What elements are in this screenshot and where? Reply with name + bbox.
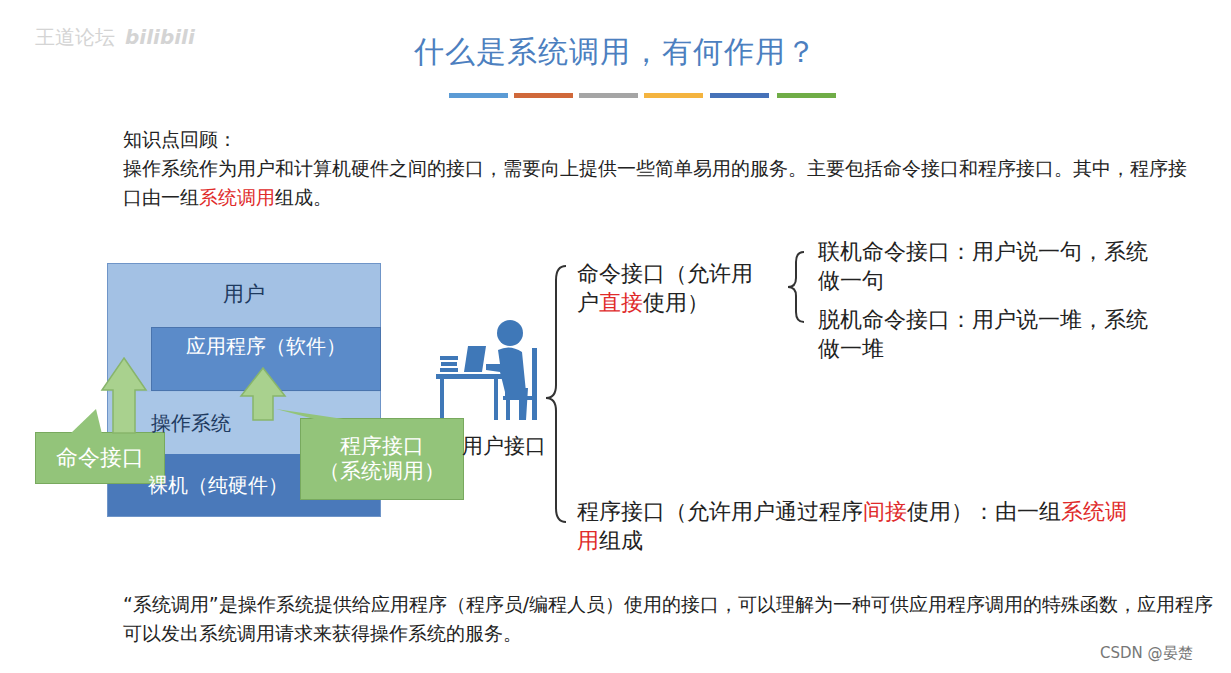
text-line: 知识点回顾： [123, 126, 1203, 153]
text-line: 程序接口（允许用户通过程序间接使用）：由一组系统调用组成 [577, 498, 1142, 555]
label-text: 使用）：由一组 [907, 499, 1061, 524]
text-line: 命令接口（允许用户直接使用） [577, 260, 767, 317]
label-text: CSDN @晏楚 [1100, 644, 1193, 662]
label-text: 程序接口（允许用户通过程序 [577, 499, 863, 524]
node-text: 用户 [223, 282, 265, 307]
text-line: 用户接口 [462, 433, 562, 460]
up-arrow [241, 368, 285, 420]
layer-box: 应用程序（软件） [151, 327, 381, 391]
callout-tail [276, 409, 350, 420]
node-text: 裸机（纯硬件） [148, 473, 288, 497]
watermark: bilibili [125, 25, 195, 49]
node-text: 命令接口 [56, 445, 144, 471]
small-brace [788, 252, 804, 322]
label-text: 使用） [643, 290, 709, 315]
text-line: CSDN @晏楚 [1100, 644, 1225, 664]
label-text: 知识点回顾： [123, 128, 237, 150]
title: 什么是系统调用，有何作用？ [414, 34, 817, 69]
node-text: 操作系统 [151, 411, 231, 435]
callout-tail [70, 409, 102, 434]
text-line: 联机命令接口：用户说一句，系统做一句 [818, 238, 1163, 295]
text-line: “系统调用”是操作系统提供给应用程序（程序员/编程人员）使用的接口，可以理解为一… [123, 590, 1215, 649]
highlight-text: 间接 [863, 499, 907, 524]
callout-box: 命令接口 [35, 432, 165, 484]
title-color-bars [449, 93, 836, 98]
text-line: 脱机命令接口：用户说一堆，系统做一堆 [818, 306, 1163, 363]
label-text: 用户接口 [462, 434, 546, 458]
node-text: 程序接口（系统调用） [309, 434, 455, 484]
label-text: 联机命令接口：用户说一句，系统做一句 [818, 239, 1148, 293]
highlight-text: 系统调用 [199, 186, 275, 208]
label-text: 组成。 [275, 186, 332, 208]
user-icon [436, 320, 537, 420]
label-text: 脱机命令接口：用户说一堆，系统做一堆 [818, 307, 1148, 361]
node-text: 应用程序（软件） [186, 334, 346, 358]
callout-box: 程序接口（系统调用） [300, 418, 464, 500]
label-text: “系统调用”是操作系统提供给应用程序（程序员/编程人员）使用的接口，可以理解为一… [123, 593, 1213, 644]
highlight-text: 直接 [599, 290, 643, 315]
watermark: 王道论坛 [35, 25, 115, 49]
big-brace [546, 266, 566, 522]
label-text: 组成 [599, 528, 643, 553]
text-line: 操作系统作为用户和计算机硬件之间的接口，需要向上提供一些简单易用的服务。主要包括… [123, 154, 1201, 211]
up-arrow [102, 358, 146, 433]
text-line: 王道论坛 bilibili [35, 24, 335, 50]
